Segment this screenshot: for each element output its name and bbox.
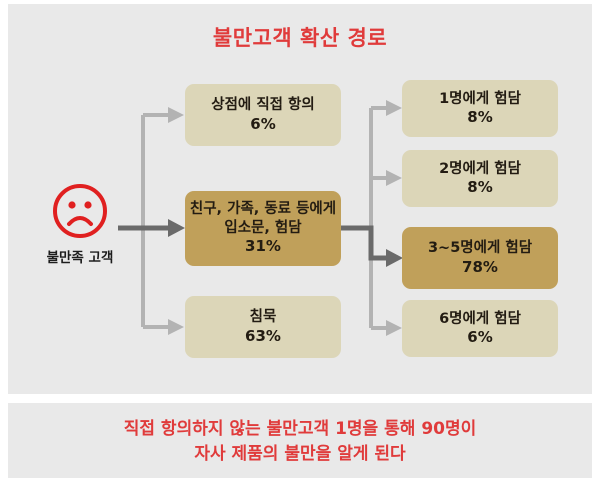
node-label: 상점에 직접 항의 (211, 97, 315, 114)
source-node-label: 불만족 고객 (46, 250, 114, 266)
node-percent: 6% (467, 328, 493, 347)
node-label: 1명에게 험담 (439, 90, 521, 107)
sad-face-icon (53, 184, 107, 238)
node-badmouth-one-person[interactable]: 1명에게 험담 8% (402, 80, 558, 137)
node-word-of-mouth[interactable]: 친구, 가족, 동료 등에게 입소문, 험담 31% (185, 191, 341, 266)
node-percent: 8% (467, 108, 493, 127)
node-badmouth-two-people[interactable]: 2명에게 험담 8% (402, 150, 558, 207)
node-label-line2: 입소문, 험담 (224, 219, 302, 236)
page-title: 불만고객 확산 경로 (212, 26, 388, 50)
node-percent: 8% (467, 178, 493, 197)
node-label: 3~5명에게 험담 (427, 240, 533, 257)
node-badmouth-three-to-five-people[interactable]: 3~5명에게 험담 78% (402, 227, 558, 289)
node-label: 6명에게 험담 (439, 310, 521, 327)
node-percent: 63% (245, 326, 281, 345)
footer-line-1: 직접 항의하지 않는 불만고객 1명을 통해 90명이 (123, 419, 477, 439)
node-silence[interactable]: 침묵 63% (185, 296, 341, 358)
node-percent: 78% (462, 257, 498, 276)
node-direct-complaint[interactable]: 상점에 직접 항의 6% (185, 84, 341, 146)
node-badmouth-six-people[interactable]: 6명에게 험담 6% (402, 300, 558, 357)
node-percent: 6% (250, 114, 276, 133)
footer-line-2: 자사 제품의 불만을 알게 된다 (194, 443, 406, 464)
source-node-unsatisfied-customer: 불만족 고객 (28, 182, 132, 266)
node-label-line1: 친구, 가족, 동료 등에게 (189, 201, 337, 218)
footer-banner-panel (8, 403, 592, 478)
footer-conclusion: 직접 항의하지 않는 불만고객 1명을 통해 90명이 자사 제품의 불만을 알… (0, 417, 600, 466)
node-label: 2명에게 험담 (439, 160, 521, 177)
node-percent: 31% (245, 237, 281, 256)
node-label: 침묵 (249, 309, 277, 326)
